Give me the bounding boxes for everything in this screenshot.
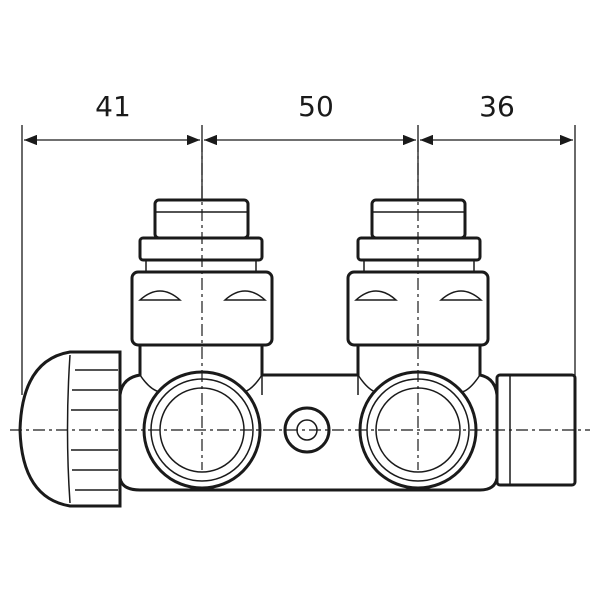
dimension-label-left: 41	[95, 90, 131, 123]
dimension-label-center: 50	[298, 90, 334, 123]
left-cap-knob	[18, 350, 122, 508]
dimension-label-right: 36	[479, 90, 515, 123]
center-screw	[283, 406, 331, 454]
centerlines	[10, 140, 590, 470]
